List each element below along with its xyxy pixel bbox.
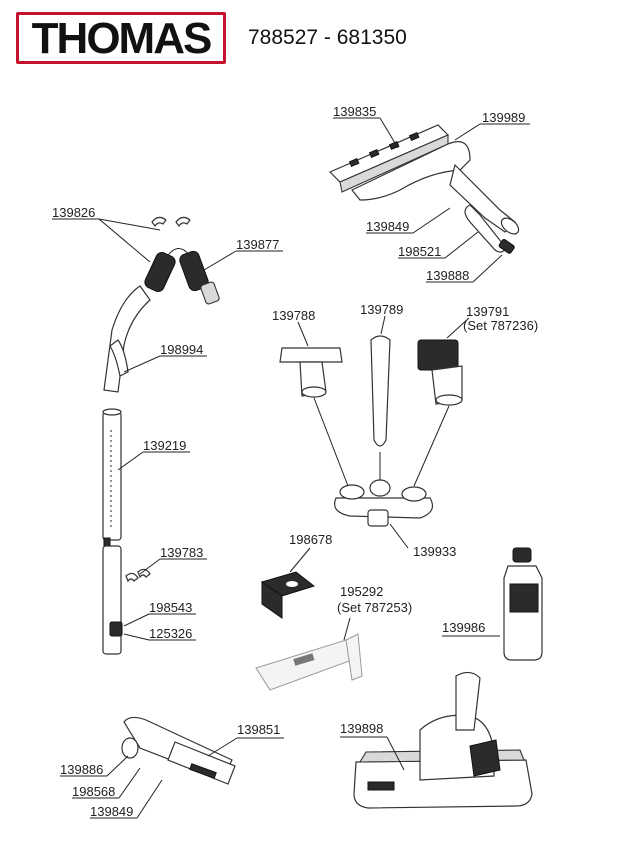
- handle-and-tube-drawing: [52, 216, 283, 655]
- label-139989: 139989: [482, 110, 525, 125]
- label-139898: 139898: [340, 721, 383, 736]
- label-139933: 139933: [413, 544, 456, 559]
- label-195292: 195292: [340, 584, 383, 599]
- part-labels: 139835 139989 139849 198521 139888 13982…: [52, 104, 538, 819]
- label-198521: 198521: [398, 244, 441, 259]
- label-198568: 198568: [72, 784, 115, 799]
- label-139851: 139851: [237, 722, 280, 737]
- tool-set-drawing: [279, 315, 470, 549]
- bracket-and-plate-drawing: [255, 547, 363, 691]
- label-139849-bottom: 139849: [90, 804, 133, 819]
- label-139791-set: (Set 787236): [463, 318, 538, 333]
- label-139826: 139826: [52, 205, 95, 220]
- label-139791: 139791: [466, 304, 509, 319]
- label-139877: 139877: [236, 237, 279, 252]
- label-195292-set: (Set 787253): [337, 600, 412, 615]
- label-139788: 139788: [272, 308, 315, 323]
- label-139835: 139835: [333, 104, 376, 119]
- label-198678: 198678: [289, 532, 332, 547]
- logo-text: THOMAS: [31, 14, 213, 63]
- model-numbers: 788527 - 681350: [248, 26, 407, 49]
- label-139783: 139783: [160, 545, 203, 560]
- upholstery-nozzle-drawing: [60, 716, 284, 819]
- label-139789: 139789: [360, 302, 403, 317]
- label-139886: 139886: [60, 762, 103, 777]
- label-139888: 139888: [426, 268, 469, 283]
- label-198994: 198994: [160, 342, 203, 357]
- floor-nozzle-drawing: [340, 671, 533, 809]
- label-125326: 125326: [149, 626, 192, 641]
- label-139219: 139219: [143, 438, 186, 453]
- thomas-logo: THOMAS: [16, 12, 226, 64]
- label-198543: 198543: [149, 600, 192, 615]
- wide-floor-nozzle-drawing: [328, 117, 530, 283]
- cleaning-fluid-bottle-drawing: [442, 547, 543, 661]
- label-139849-top: 139849: [366, 219, 409, 234]
- label-139986: 139986: [442, 620, 485, 635]
